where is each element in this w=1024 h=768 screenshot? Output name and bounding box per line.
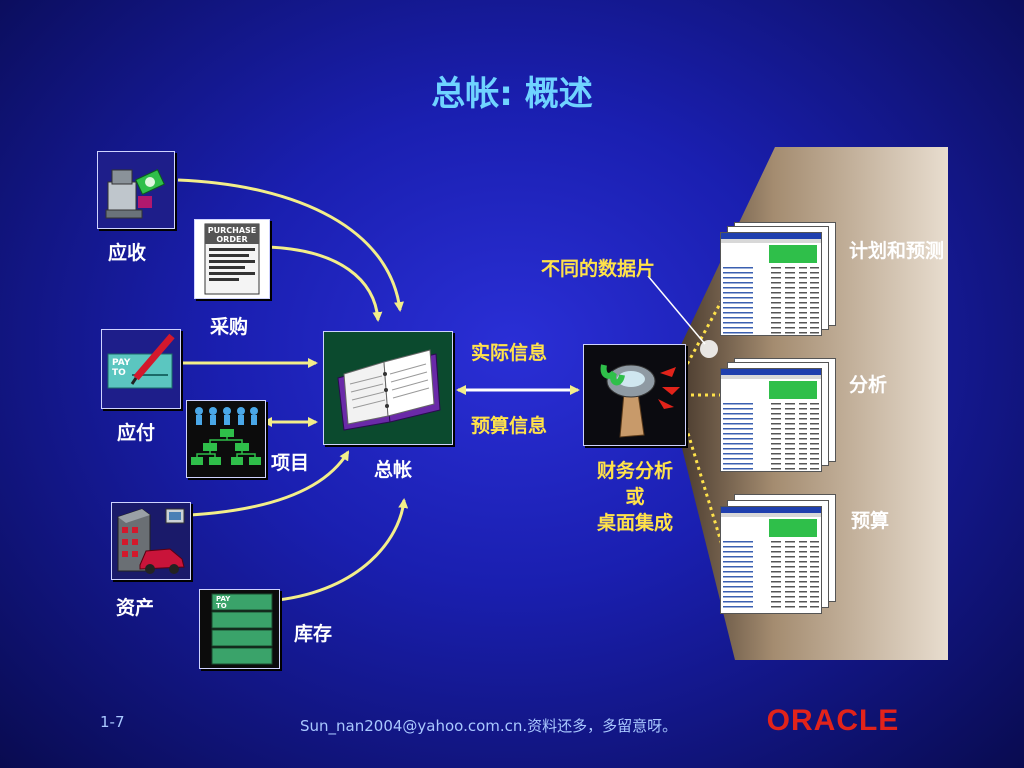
callout-line <box>647 275 706 345</box>
spreadsheet-planning <box>720 232 822 336</box>
spreadsheet-stack-planning <box>720 222 836 336</box>
data-slices-callout: 不同的数据片 <box>541 258 656 280</box>
arrow-assets <box>189 450 350 517</box>
budget-output-label: 预算 <box>851 510 890 532</box>
building-car-icon <box>117 508 185 574</box>
purchase-order-text: PURCHASE ORDER <box>207 226 257 244</box>
purchase-order-icon <box>204 223 260 295</box>
oracle-logo: ORACLE <box>766 704 900 737</box>
dotted-line-budget <box>682 419 724 546</box>
ledger-label: 总帐 <box>374 459 413 481</box>
spreadsheet-stack-budget <box>720 494 836 614</box>
analysis-icon-box <box>583 344 686 446</box>
spreadsheet-budget <box>720 506 822 614</box>
ledger-book-icon <box>337 349 441 431</box>
projects-label: 项目 <box>271 452 310 474</box>
spreadsheet-thumbnail-icon <box>721 369 821 470</box>
analysis-label-line1: 财务分析 <box>596 460 673 482</box>
projects-icon-box <box>186 400 266 478</box>
spreadsheet-stack-analysis <box>720 358 836 472</box>
footer-text: Sun_nan2004@yahoo.com.cn.资料还多，多留意呀。 <box>300 717 678 735</box>
arrow-inventory <box>277 498 409 602</box>
analysis-label-line2: 或 <box>625 486 645 508</box>
slide-title: 总帐: 概述 <box>431 74 593 114</box>
spreadsheet-thumbnail-icon <box>721 507 821 608</box>
arrow-receivables <box>177 178 404 312</box>
analysis-output-label: 分析 <box>849 374 888 396</box>
budget-info-label: 预算信息 <box>471 415 548 437</box>
analysis-label: 财务分析 或 桌面集成 <box>576 458 694 536</box>
check-pen-icon <box>107 333 175 389</box>
spreadsheet-analysis <box>720 368 822 472</box>
org-chart-icon <box>191 407 261 465</box>
ledger-icon-box <box>323 331 453 445</box>
inventory-icon-box: PAY TO <box>199 589 280 669</box>
receivables-icon-box <box>97 151 175 229</box>
callout-dot <box>700 340 718 358</box>
payables-label: 应付 <box>117 422 156 444</box>
inventory-doc-text: PAY TO <box>216 595 231 610</box>
checks-stack-icon <box>211 593 273 665</box>
arrow-purchasing <box>267 245 383 322</box>
page-number: 1-7 <box>100 713 125 731</box>
magnifier-icon <box>600 364 680 438</box>
inventory-label: 库存 <box>294 623 333 645</box>
actual-info-label: 实际信息 <box>471 342 548 364</box>
receivables-label: 应收 <box>108 242 147 264</box>
planning-forecast-label: 计划和预测 <box>849 240 945 262</box>
assets-label: 资产 <box>116 597 155 619</box>
assets-icon-box <box>111 502 191 580</box>
spreadsheet-thumbnail-icon <box>721 233 821 334</box>
analysis-label-line3: 桌面集成 <box>596 512 673 534</box>
payables-doc-text: PAY TO <box>112 358 131 378</box>
purchasing-label: 采购 <box>210 316 249 338</box>
purchasing-icon-box: PURCHASE ORDER <box>194 219 270 299</box>
cash-register-icon <box>105 169 165 219</box>
payables-icon-box: PAY TO <box>101 329 181 409</box>
